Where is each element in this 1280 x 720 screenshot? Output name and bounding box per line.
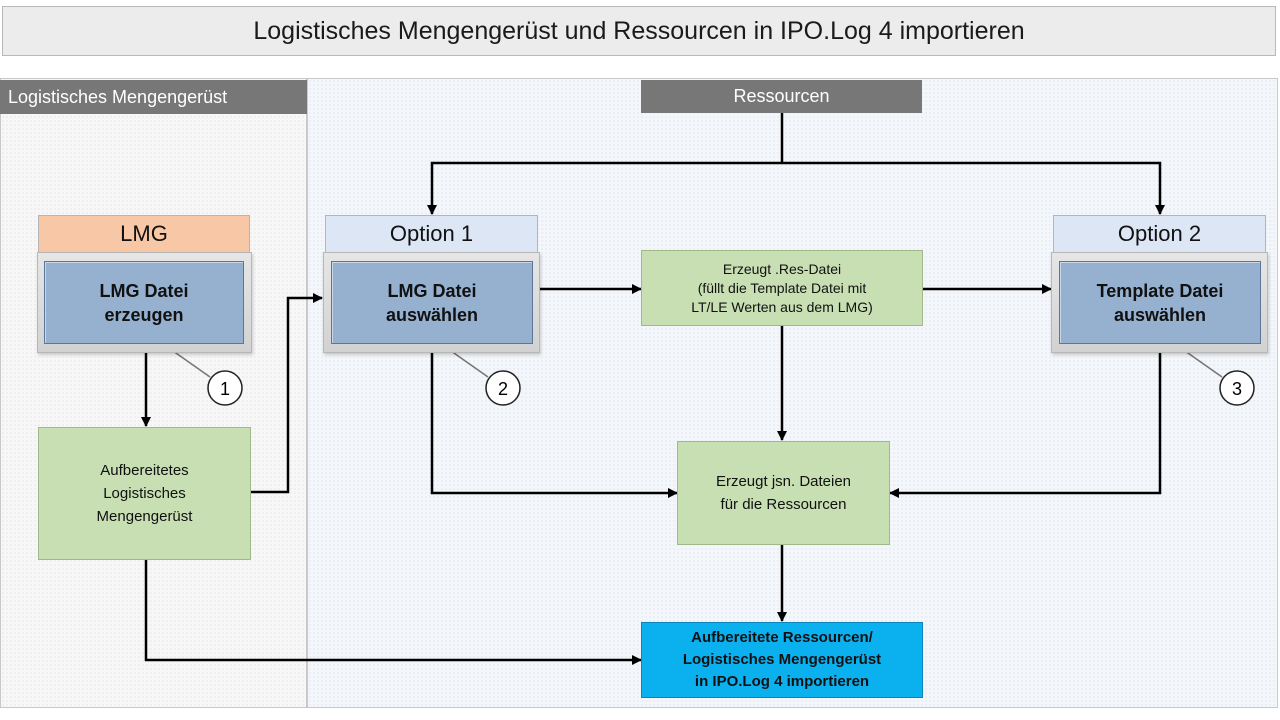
- tab-lmg-label: LMG: [120, 221, 168, 246]
- import-line-3: in IPO.Log 4 importieren: [694, 673, 870, 690]
- tab-option-2-label: Option 2: [1117, 221, 1202, 246]
- lmg-select-line-1: LMG Datei: [387, 280, 477, 301]
- prepared-lmg-line-2: Logistisches: [103, 485, 186, 502]
- lane-lmg-header-text: Logistisches Mengengerüst: [8, 86, 228, 107]
- json-files-box: Erzeugt jsn. Dateien für die Ressourcen: [677, 441, 890, 545]
- lane-lmg-header: Logistisches Mengengerüst: [0, 80, 307, 114]
- import-line-2: Logistisches Mengengerüst: [682, 651, 882, 668]
- callout-3-circle: [1219, 370, 1255, 406]
- connector-prepared-to-import: [144, 560, 642, 665]
- prepared-lmg-line-1: Aufbereitetes: [100, 462, 189, 479]
- template-select-line-1: Template Datei: [1096, 280, 1224, 301]
- prepared-lmg-box: Aufbereitetes Logistisches Mengengerüst: [38, 427, 251, 560]
- callout-1-circle: [207, 370, 243, 406]
- lane-resources-header-text: Ressourcen: [733, 86, 830, 106]
- tab-lmg: LMG: [38, 215, 250, 252]
- lmg-create-line-2: erzeugen: [104, 304, 184, 325]
- import-box: Aufbereitete Ressourcen/ Logistisches Me…: [641, 622, 923, 698]
- res-file-box: Erzeugt .Res-Datei (füllt die Template D…: [641, 250, 923, 326]
- lmg-create-line-1: LMG Datei: [99, 280, 189, 301]
- callout-2-label: 2: [498, 379, 508, 399]
- lmg-create-box: LMG Datei erzeugen: [44, 261, 244, 344]
- lane-resources-header: Ressourcen: [641, 80, 922, 113]
- connector-option2-to-json: [889, 353, 1162, 498]
- template-select-box: Template Datei auswählen: [1059, 261, 1261, 344]
- lmg-select-box: LMG Datei auswählen: [331, 261, 533, 344]
- res-file-line-1: Erzeugt .Res-Datei: [722, 260, 842, 277]
- callout-3-label: 3: [1232, 379, 1242, 399]
- connector-prepared-to-option1: [251, 293, 323, 494]
- tab-option-2: Option 2: [1053, 215, 1266, 252]
- res-file-line-3: LT/LE Werten aus dem LMG): [691, 298, 873, 315]
- connector-option1-to-json: [430, 353, 678, 498]
- connector-to-option2: [782, 161, 1165, 215]
- tab-option-1-label: Option 1: [389, 221, 474, 246]
- page-title: Logistisches Mengengerüst und Ressourcen…: [2, 6, 1276, 56]
- json-files-line-1: Erzeugt jsn. Dateien: [715, 473, 852, 490]
- callout-2-circle: [485, 370, 521, 406]
- import-line-1: Aufbereitete Ressourcen/: [691, 629, 873, 646]
- template-select-line-2: auswählen: [1113, 304, 1206, 325]
- connector-to-option1: [427, 161, 782, 215]
- json-files-line-2: für die Ressourcen: [720, 496, 847, 513]
- page-title-text: Logistisches Mengengerüst und Ressourcen…: [253, 16, 1025, 45]
- res-file-line-2: (füllt die Template Datei mit: [697, 279, 867, 296]
- tab-option-1: Option 1: [325, 215, 538, 252]
- callout-1-label: 1: [220, 379, 230, 399]
- lmg-select-line-2: auswählen: [385, 304, 479, 325]
- prepared-lmg-line-3: Mengengerüst: [96, 508, 193, 525]
- lane-lmg: [0, 78, 307, 708]
- lane-resources: [307, 78, 1278, 708]
